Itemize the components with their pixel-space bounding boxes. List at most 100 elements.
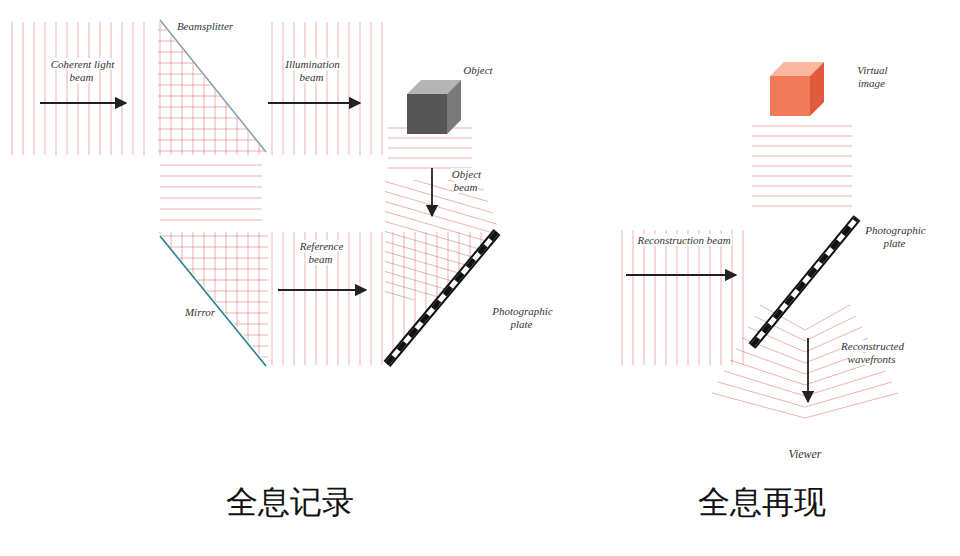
part-label: Beamsplitter <box>160 20 250 33</box>
photographic-plate <box>387 232 497 364</box>
reference-beam <box>272 232 492 365</box>
wavefront-line <box>688 230 689 365</box>
part-label: Viewer <box>770 448 840 462</box>
wavefront-line <box>171 22 172 155</box>
wavefront-line <box>122 22 123 155</box>
wavefront-line <box>710 230 711 365</box>
wavefront-line <box>712 393 898 418</box>
panel-caption: 全息再现 <box>682 484 842 521</box>
wavefront-line <box>226 232 227 365</box>
beam-arrow <box>268 102 360 104</box>
wavefront-line <box>158 346 268 347</box>
wavefront-line <box>380 260 500 295</box>
wavefront-line <box>380 210 500 245</box>
wavefront-line <box>752 146 852 147</box>
wavefront-line <box>699 230 700 365</box>
beamsplitter <box>160 20 266 152</box>
wavefront-line <box>158 247 268 248</box>
wavefront-line <box>752 156 852 157</box>
wavefront-line <box>294 22 295 155</box>
part-label: Illumination beam <box>272 58 352 83</box>
wavefront-line <box>415 232 416 365</box>
wavefront-line <box>338 22 339 155</box>
wavefront-line <box>133 22 134 155</box>
wavefront-line <box>45 22 46 155</box>
wavefront-line <box>470 232 471 365</box>
wavefront-line <box>100 22 101 155</box>
object-cube <box>407 80 461 134</box>
part-label: Mirror <box>170 306 230 319</box>
wavefront-line <box>158 63 268 64</box>
wavefront-line <box>644 230 645 365</box>
part-label: Reference beam <box>286 240 356 265</box>
wavefront-line <box>158 335 268 336</box>
reflected-beam <box>160 165 262 220</box>
wavefront-line <box>380 180 500 215</box>
wavefront-line <box>12 22 13 155</box>
wavefront-line <box>158 151 268 152</box>
wavefront-line <box>393 232 394 365</box>
wavefront-line <box>752 196 852 197</box>
wavefront-line <box>743 230 744 365</box>
wavefront-line <box>283 232 284 365</box>
beam-arrow <box>807 338 809 402</box>
wavefront-line <box>193 22 194 155</box>
wavefront-line <box>204 232 205 365</box>
wavefront-line <box>89 22 90 155</box>
wavefront-line <box>160 22 161 155</box>
wavefront-line <box>718 382 892 407</box>
wavefront-line <box>226 22 227 155</box>
wavefront-line <box>371 232 372 365</box>
wavefront-line <box>360 22 361 155</box>
wavefront-line <box>171 232 172 365</box>
photographic-plate <box>752 218 857 346</box>
wavefront-line <box>677 230 678 365</box>
wavefront-line <box>160 165 262 166</box>
wavefront-line <box>380 170 500 205</box>
wavefront-line <box>78 22 79 155</box>
virtual-image-wavefronts <box>752 126 852 206</box>
wavefront-line <box>215 232 216 365</box>
wavefront-line <box>732 230 733 365</box>
wavefront-line <box>371 22 372 155</box>
wavefront-line <box>237 232 238 365</box>
wavefront-line <box>160 220 262 221</box>
wavefront-line <box>622 230 623 365</box>
panel-caption: 全息记录 <box>210 484 370 521</box>
wavefront-line <box>380 160 500 195</box>
part-label: Photographic plate <box>855 224 935 249</box>
beam-arrow <box>626 274 736 276</box>
wavefront-line <box>160 187 262 188</box>
wavefront-line <box>388 158 472 159</box>
illumination-beam <box>272 22 382 155</box>
wavefront-line <box>492 232 493 365</box>
mirror <box>160 236 266 366</box>
beamsplitter-grid <box>160 22 259 155</box>
virtual-image-cube <box>770 62 824 116</box>
beam-arrow <box>431 168 433 216</box>
wavefront-line <box>294 232 295 365</box>
wavefront-line <box>349 22 350 155</box>
wavefront-line <box>23 22 24 155</box>
wavefront-line <box>388 148 472 149</box>
wavefront-line <box>380 310 500 345</box>
wavefront-line <box>182 232 183 365</box>
wavefront-line <box>158 291 268 292</box>
wavefront-line <box>144 22 145 155</box>
cube-face <box>447 80 461 134</box>
wavefront-line <box>388 138 472 139</box>
wavefront-line <box>158 324 268 325</box>
wavefront-line <box>721 230 722 365</box>
wavefront-line <box>752 166 852 167</box>
wavefront-line <box>752 126 852 127</box>
cube-face <box>810 62 824 116</box>
photographic-plate <box>752 218 857 346</box>
wavefront-line <box>158 357 268 358</box>
wavefront-line <box>158 74 268 75</box>
wavefront-line <box>158 269 268 270</box>
wavefront-line <box>459 232 460 365</box>
wavefront-line <box>158 129 268 130</box>
wavefront-line <box>56 22 57 155</box>
